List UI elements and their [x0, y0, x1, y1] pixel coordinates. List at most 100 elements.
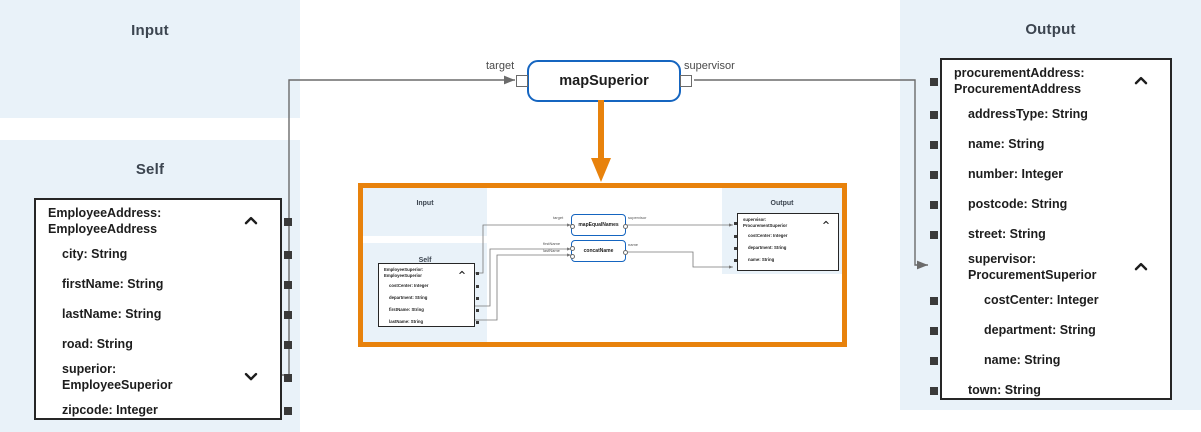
- schema-field[interactable]: name: String: [942, 130, 1170, 160]
- schema-port[interactable]: [284, 251, 292, 259]
- schema-field[interactable]: city: String: [36, 240, 280, 270]
- schema-field[interactable]: zipcode: Integer: [36, 396, 280, 426]
- node-map-superior-label: mapSuperior: [559, 73, 649, 89]
- inset-edge-label-target: target: [553, 215, 564, 220]
- inset-schema-port[interactable]: [733, 221, 737, 225]
- inset-node-concat-name[interactable]: concatName: [569, 240, 628, 262]
- inset-node-output-port-name[interactable]: [622, 249, 628, 255]
- schema-field-label: firstName: String: [62, 277, 164, 292]
- schema-field[interactable]: department: String: [942, 316, 1170, 346]
- schema-field-label: procurementAddress: ProcurementAddress: [954, 66, 1085, 96]
- schema-field[interactable]: lastName: String: [36, 300, 280, 330]
- inset-schema-field-label: department: String: [748, 245, 787, 251]
- node-map-superior[interactable]: mapSuperior: [516, 60, 692, 102]
- schema-field[interactable]: EmployeeAddress: EmployeeAddress: [36, 204, 280, 240]
- inset-edge-label-name: name: [628, 242, 639, 247]
- schema-field[interactable]: town: String: [942, 376, 1170, 406]
- schema-field-label: costCenter: Integer: [984, 293, 1099, 308]
- schema-field[interactable]: supervisor: ProcurementSuperior: [942, 250, 1170, 286]
- inset-schema-field-label: lastName: String: [389, 319, 424, 325]
- inset-schema-port[interactable]: [475, 271, 479, 275]
- inset-schema-field[interactable]: lastName: String: [379, 316, 474, 328]
- schema-port[interactable]: [930, 141, 938, 149]
- schema-port[interactable]: [930, 387, 938, 395]
- schema-field[interactable]: firstName: String: [36, 270, 280, 300]
- inset-schema-port[interactable]: [475, 308, 479, 312]
- chevron-up-icon[interactable]: [1134, 261, 1148, 275]
- schema-port[interactable]: [284, 311, 292, 319]
- inset-schema-field[interactable]: supervisor: ProcurementSuperior: [738, 216, 838, 230]
- self-panel-title: Self: [135, 161, 165, 178]
- inset-schema-port[interactable]: [475, 320, 479, 324]
- inset-schema-port[interactable]: [733, 246, 737, 250]
- schema-field[interactable]: addressType: String: [942, 100, 1170, 130]
- inset-node-input-port-last-name[interactable]: [569, 254, 575, 259]
- inset-schema-field[interactable]: department: String: [379, 292, 474, 304]
- inset-input-panel: Input: [363, 188, 487, 236]
- self-schema-box[interactable]: EmployeeAddress: EmployeeAddress city: St…: [34, 198, 292, 420]
- schema-port[interactable]: [930, 231, 938, 239]
- schema-port[interactable]: [284, 341, 292, 349]
- schema-field[interactable]: postcode: String: [942, 190, 1170, 220]
- output-panel-title: Output: [1025, 21, 1076, 38]
- edge-label-supervisor: supervisor: [684, 60, 735, 72]
- chevron-up-icon[interactable]: [823, 220, 829, 226]
- schema-field[interactable]: street: String: [942, 220, 1170, 250]
- schema-port[interactable]: [930, 297, 938, 305]
- schema-field-label: town: String: [968, 383, 1041, 398]
- inset-node-output-port-supervisor[interactable]: [622, 223, 628, 229]
- inset-detail-view[interactable]: Input Self Output EmployeeSuperior: Empl…: [358, 183, 847, 347]
- schema-port[interactable]: [284, 281, 292, 289]
- schema-field[interactable]: procurementAddress: ProcurementAddress: [942, 64, 1170, 100]
- schema-field-label: name: String: [984, 353, 1061, 368]
- schema-field[interactable]: superior: EmployeeSuperior: [36, 360, 280, 396]
- node-output-port-supervisor[interactable]: [680, 75, 692, 87]
- inset-schema-port[interactable]: [475, 296, 479, 300]
- inset-self-panel-title: Self: [418, 257, 432, 264]
- schema-port[interactable]: [930, 171, 938, 179]
- schema-field[interactable]: road: String: [36, 330, 280, 360]
- inset-schema-field[interactable]: costCenter: Integer: [738, 230, 838, 242]
- schema-port[interactable]: [930, 111, 938, 119]
- inset-schema-port[interactable]: [733, 258, 737, 262]
- inset-node-concat-name-label: concatName: [583, 248, 614, 254]
- inset-node-input-port-first-name[interactable]: [569, 246, 575, 251]
- schema-port[interactable]: [930, 327, 938, 335]
- schema-port[interactable]: [930, 201, 938, 209]
- inset-self-schema-box[interactable]: EmployeeSuperior: EmployeeSuperior costCe…: [378, 263, 479, 328]
- schema-port[interactable]: [930, 357, 938, 365]
- chevron-down-icon[interactable]: [244, 371, 258, 385]
- inset-schema-field[interactable]: EmployeeSuperior: EmployeeSuperior: [379, 266, 474, 280]
- inset-schema-field[interactable]: costCenter: Integer: [379, 280, 474, 292]
- schema-field[interactable]: number: Integer: [942, 160, 1170, 190]
- inset-node-input-port-target[interactable]: [569, 223, 575, 229]
- inset-schema-field[interactable]: department: String: [738, 242, 838, 254]
- node-input-port-target[interactable]: [516, 75, 528, 87]
- schema-port[interactable]: [930, 78, 938, 86]
- input-panel: Input: [0, 0, 300, 118]
- schema-port[interactable]: [284, 374, 292, 382]
- drilldown-arrow-icon: [591, 100, 611, 182]
- output-schema-box[interactable]: procurementAddress: ProcurementAddress ad…: [930, 58, 1172, 400]
- inset-schema-field-label: EmployeeSuperior: EmployeeSuperior: [384, 267, 424, 278]
- inset-schema-field-label: costCenter: Integer: [389, 283, 429, 289]
- chevron-up-icon[interactable]: [1134, 75, 1148, 89]
- inset-schema-port[interactable]: [475, 284, 479, 288]
- schema-port[interactable]: [284, 407, 292, 415]
- schema-field-label: superior: EmployeeSuperior: [62, 362, 173, 392]
- schema-field[interactable]: name: String: [942, 346, 1170, 376]
- inset-schema-field[interactable]: firstName: String: [379, 304, 474, 316]
- schema-port[interactable]: [284, 218, 292, 226]
- schema-field-label: EmployeeAddress: EmployeeAddress: [48, 206, 162, 236]
- inset-schema-field[interactable]: name: String: [738, 254, 838, 266]
- chevron-up-icon[interactable]: [244, 215, 258, 229]
- schema-field[interactable]: costCenter: Integer: [942, 286, 1170, 316]
- chevron-up-icon[interactable]: [459, 270, 465, 276]
- inset-node-map-equal-names[interactable]: mapEqualNames: [569, 214, 628, 236]
- inset-schema-port[interactable]: [733, 234, 737, 238]
- inset-schema-field-label: firstName: String: [389, 307, 424, 313]
- schema-field-label: supervisor: ProcurementSuperior: [968, 252, 1097, 282]
- inset-edge-label-last-name: lastName: [543, 248, 560, 253]
